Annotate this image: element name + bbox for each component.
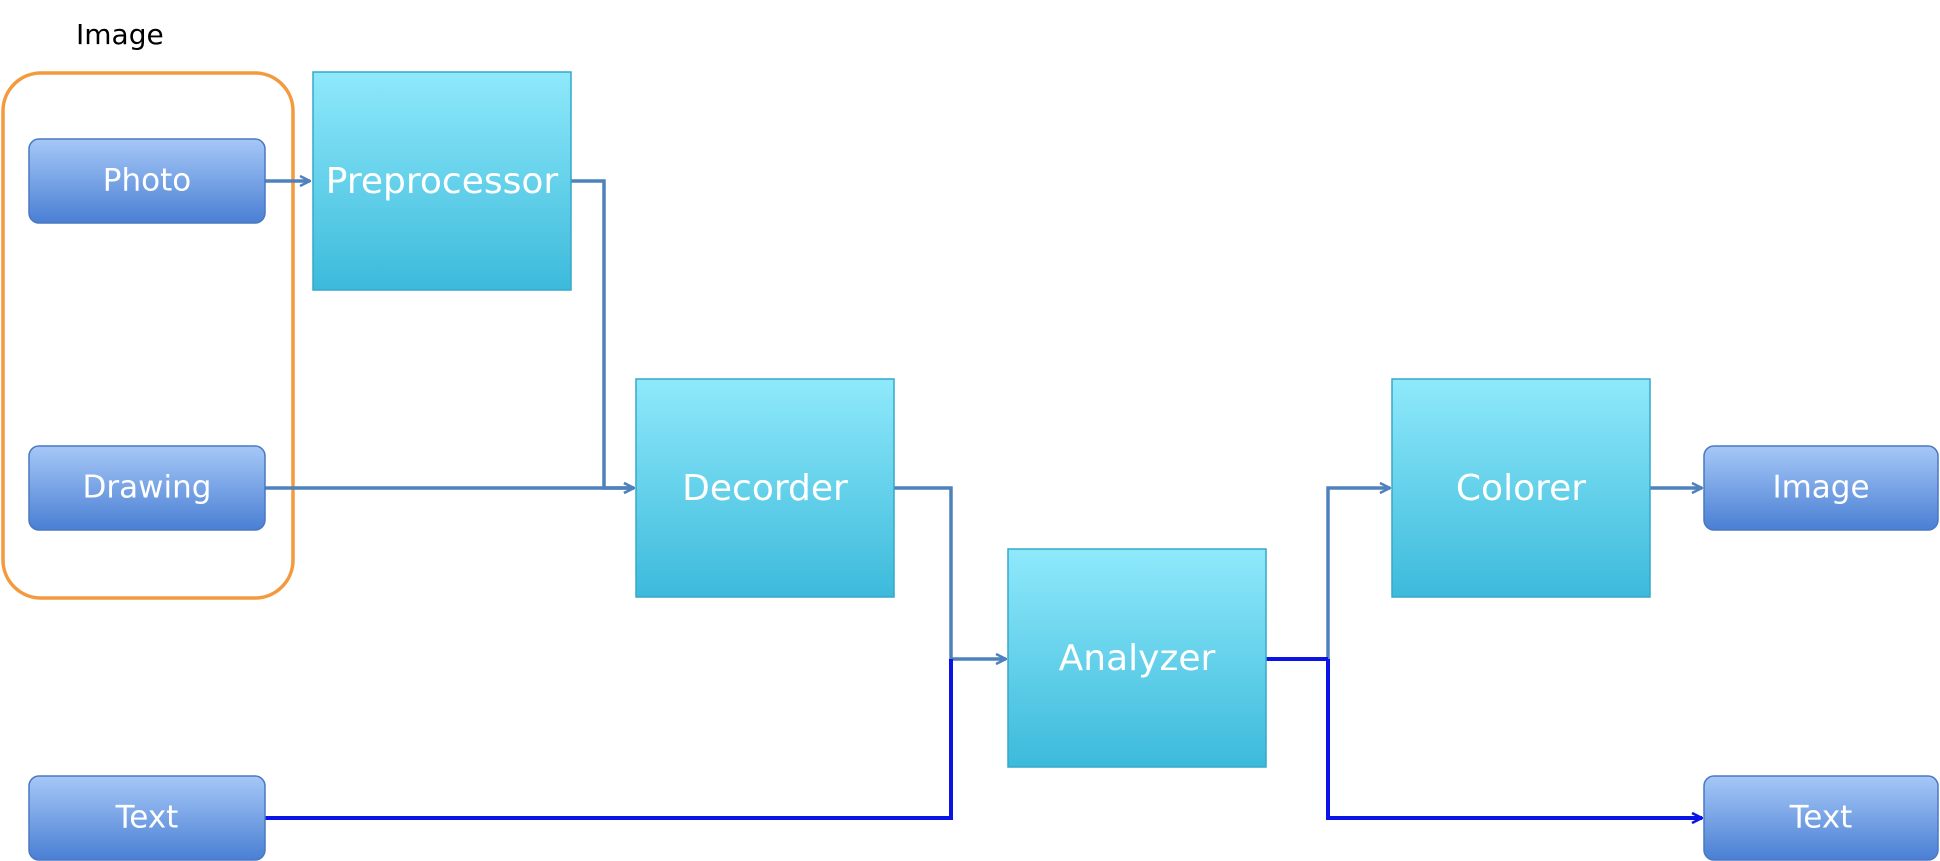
output-node-text: Text — [1703, 775, 1939, 861]
process-node-analyzer: Analyzer — [1007, 548, 1267, 768]
image-input-group: Image — [1, 18, 295, 600]
decoder-label: Decorder — [682, 468, 848, 509]
connector-analyzer-to-text-output — [1326, 659, 1702, 818]
output-node-image: Image — [1703, 445, 1939, 531]
input-node-drawing: Drawing — [28, 445, 266, 531]
group-outline — [1, 71, 295, 600]
process-node-decoder: Decorder — [635, 378, 895, 598]
input-node-photo: Photo — [28, 138, 266, 224]
connectors — [265, 181, 1702, 818]
process-node-preprocessor: Preprocessor — [312, 71, 572, 291]
connector-decoder-to-analyzer — [894, 486, 1006, 659]
connector-text-to-analyzer — [265, 659, 953, 820]
input-drawing-label: Drawing — [83, 470, 212, 506]
input-text-label: Text — [115, 800, 179, 836]
group-title: Image — [76, 18, 164, 51]
colorer-label: Colorer — [1456, 468, 1586, 509]
process-node-colorer: Colorer — [1391, 378, 1651, 598]
connector-analyzer-to-colorer — [1326, 488, 1390, 659]
input-photo-label: Photo — [103, 163, 191, 199]
output-image-label: Image — [1772, 470, 1869, 506]
output-text-label: Text — [1789, 800, 1853, 836]
input-node-text: Text — [28, 775, 266, 861]
connector-preprocessor-to-decoder — [571, 179, 634, 488]
preprocessor-label: Preprocessor — [326, 161, 559, 202]
analyzer-label: Analyzer — [1059, 638, 1216, 679]
